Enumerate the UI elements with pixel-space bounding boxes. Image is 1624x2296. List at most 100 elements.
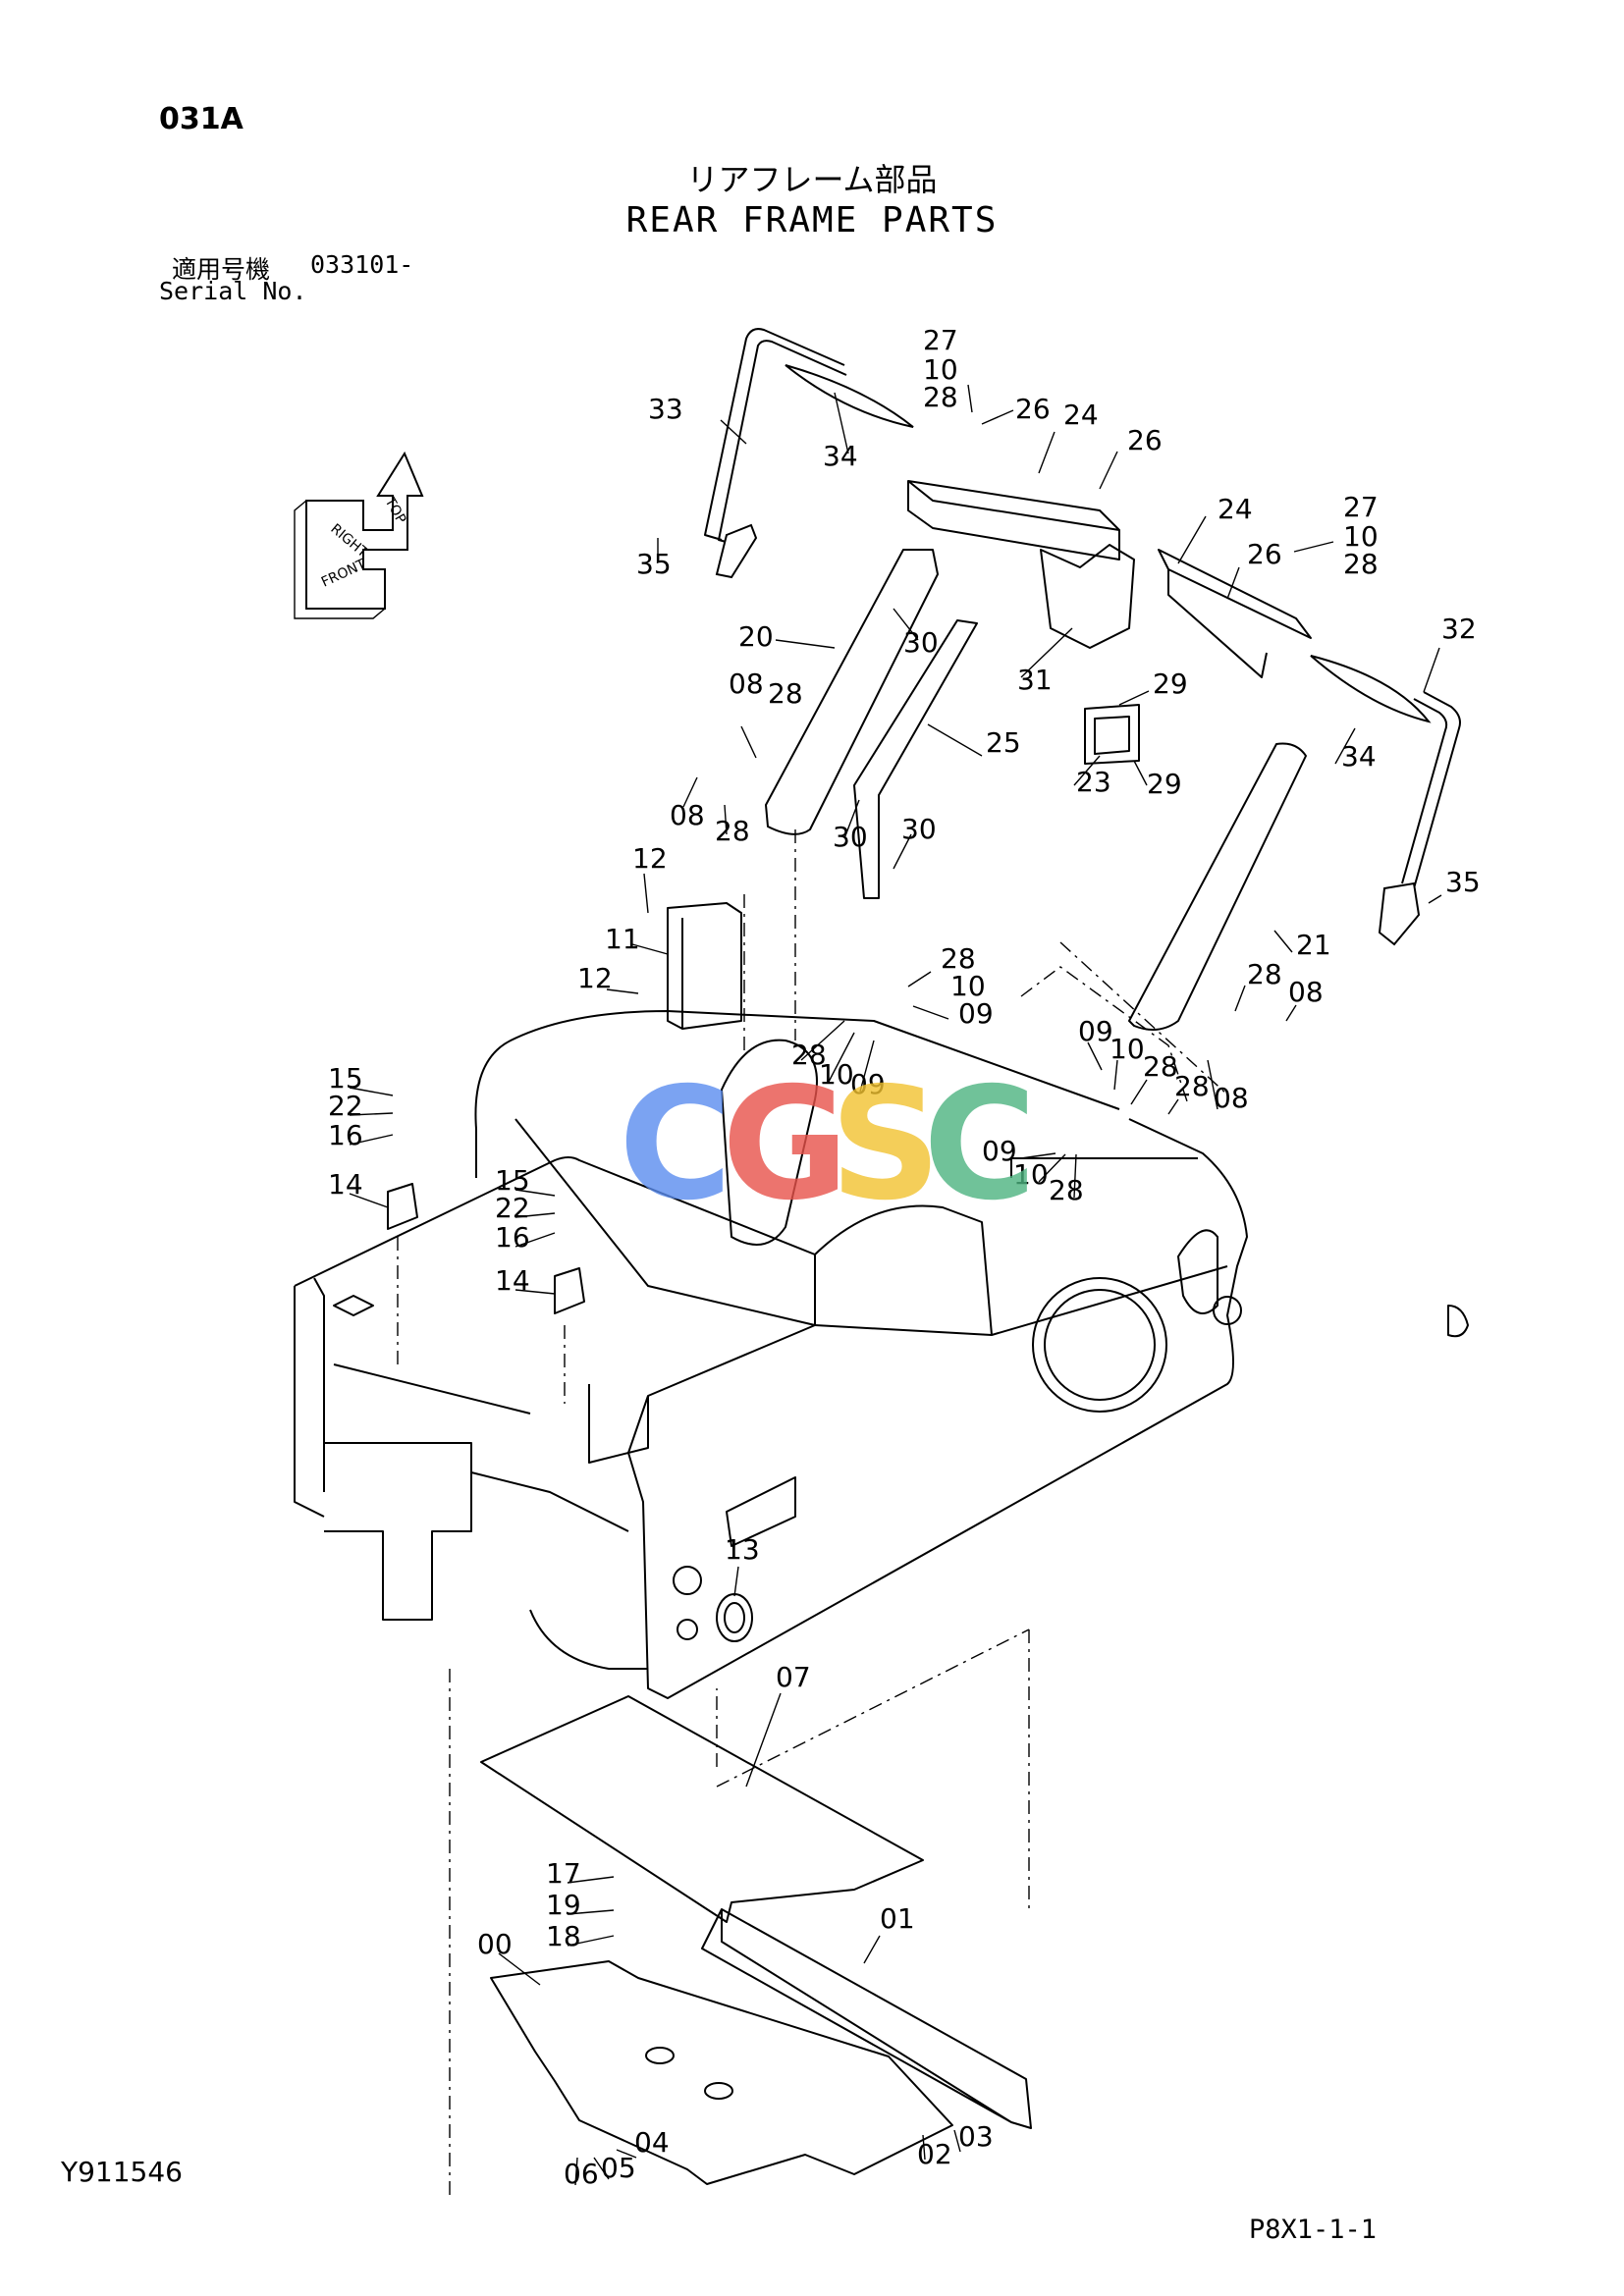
part-callout-27: 27 [923, 324, 958, 356]
cover-plate [1084, 704, 1140, 765]
part-callout-13: 13 [725, 1533, 760, 1566]
watermark-letter-c1: C [619, 1060, 732, 1217]
part-callout-10: 10 [819, 1058, 854, 1091]
part-callout-22: 22 [328, 1090, 363, 1122]
bracket-01 [701, 1908, 1032, 2129]
watermark-letter-c2: C [923, 1060, 1031, 1217]
page-title-jp: リアフレーム部品 [686, 161, 938, 198]
part-callout-26: 26 [1127, 424, 1163, 456]
part-callout-24: 24 [1218, 493, 1253, 525]
part-callout-28: 28 [1343, 548, 1379, 580]
part-callout-16: 16 [495, 1221, 530, 1254]
part-callout-28: 28 [1049, 1174, 1084, 1206]
serial-label: Serial No. [159, 277, 307, 305]
part-callout-12: 12 [632, 842, 668, 875]
part-callout-14: 14 [328, 1168, 363, 1201]
handrail-left [704, 328, 845, 541]
part-callout-29: 29 [1153, 667, 1188, 700]
reflector-right [1310, 655, 1432, 723]
part-callout-20: 20 [738, 620, 774, 653]
part-callout-28: 28 [791, 1039, 827, 1071]
part-callout-08: 08 [729, 667, 764, 700]
part-callout-28: 28 [923, 381, 958, 413]
part-callout-10: 10 [1343, 520, 1379, 553]
cross-beam-upper [907, 480, 1120, 561]
part-callout-09: 09 [982, 1135, 1017, 1167]
under-cover-07 [480, 1695, 924, 1923]
page-reference: P8X1-1-1 [1249, 2215, 1378, 2245]
part-callout-27: 27 [1343, 491, 1379, 523]
part-callout-30: 30 [903, 626, 939, 659]
watermark-letter-g: G [722, 1060, 849, 1217]
part-callout-11: 11 [605, 923, 640, 955]
center-block [1040, 544, 1135, 649]
part-callout-07: 07 [776, 1661, 811, 1693]
part-callout-28: 28 [1143, 1050, 1178, 1083]
serial-label-jp: 適用号機 [172, 255, 271, 284]
handrail-right [1413, 691, 1461, 889]
part-callout-23: 23 [1076, 766, 1111, 798]
part-callout-02: 02 [917, 2138, 952, 2170]
part-callout-32: 32 [1441, 613, 1477, 645]
cgsc-watermark: C G S C [619, 1060, 1031, 1217]
orientation-icon: TOP RIGHT FRONT [294, 451, 424, 619]
part-callout-26: 26 [1247, 538, 1282, 570]
part-callout-28: 28 [715, 815, 750, 847]
part-callout-35: 35 [636, 548, 672, 580]
part-callout-10: 10 [1110, 1033, 1145, 1065]
clip-left [387, 1183, 418, 1230]
page-code: 031A [159, 102, 244, 136]
cross-beam-lower [1158, 549, 1312, 678]
part-callout-14: 14 [495, 1264, 530, 1297]
under-cover-00 [490, 1960, 953, 2185]
part-callout-10: 10 [923, 353, 958, 386]
part-callout-19: 19 [546, 1889, 581, 1921]
part-callout-08: 08 [670, 799, 705, 831]
part-callout-16: 16 [328, 1119, 363, 1151]
part-callout-09: 09 [958, 997, 994, 1030]
part-callout-24: 24 [1063, 399, 1099, 431]
reflector-left [785, 364, 914, 428]
part-callout-17: 17 [546, 1857, 581, 1890]
part-callout-09: 09 [1078, 1015, 1113, 1047]
part-callout-06: 06 [564, 2158, 599, 2190]
part-callout-05: 05 [601, 2152, 636, 2184]
part-callout-12: 12 [577, 962, 613, 994]
part-callout-18: 18 [546, 1920, 581, 1952]
part-callout-29: 29 [1147, 768, 1182, 800]
part-callout-08: 08 [1214, 1082, 1249, 1114]
stay-plate-left [765, 549, 939, 835]
part-callout-26: 26 [1015, 393, 1051, 425]
part-callout-15: 15 [495, 1164, 530, 1197]
rear-frame-body [294, 1010, 1248, 1699]
part-callout-28: 28 [941, 942, 976, 975]
part-callout-30: 30 [901, 813, 937, 845]
part-callout-31: 31 [1017, 664, 1053, 696]
part-callout-04: 04 [634, 2126, 670, 2159]
part-callout-10: 10 [950, 970, 986, 1002]
part-callout-09: 09 [850, 1068, 886, 1100]
part-callout-33: 33 [648, 393, 683, 425]
part-callout-03: 03 [958, 2120, 994, 2153]
part-callout-34: 34 [823, 440, 858, 472]
document-code: Y911546 [61, 2156, 183, 2188]
part-callout-22: 22 [495, 1192, 530, 1224]
part-callout-00: 00 [477, 1928, 513, 1960]
clip-right [554, 1267, 585, 1314]
page-title: REAR FRAME PARTS [625, 200, 999, 240]
part-callout-25: 25 [986, 726, 1021, 759]
part-callout-08: 08 [1288, 976, 1324, 1008]
part-callout-30: 30 [833, 821, 868, 853]
stay-bar [853, 619, 978, 899]
part-callout-34: 34 [1341, 740, 1377, 773]
watermark-letter-s: S [830, 1060, 942, 1217]
part-callout-15: 15 [328, 1062, 363, 1095]
bracket-11 [667, 902, 742, 1030]
part-callout-10: 10 [1013, 1158, 1049, 1191]
part-callout-01: 01 [880, 1902, 915, 1935]
part-callout-28: 28 [1174, 1070, 1210, 1102]
serial-number: 033101- [310, 250, 414, 279]
part-callout-21: 21 [1296, 929, 1331, 961]
part-callout-28: 28 [768, 677, 803, 710]
